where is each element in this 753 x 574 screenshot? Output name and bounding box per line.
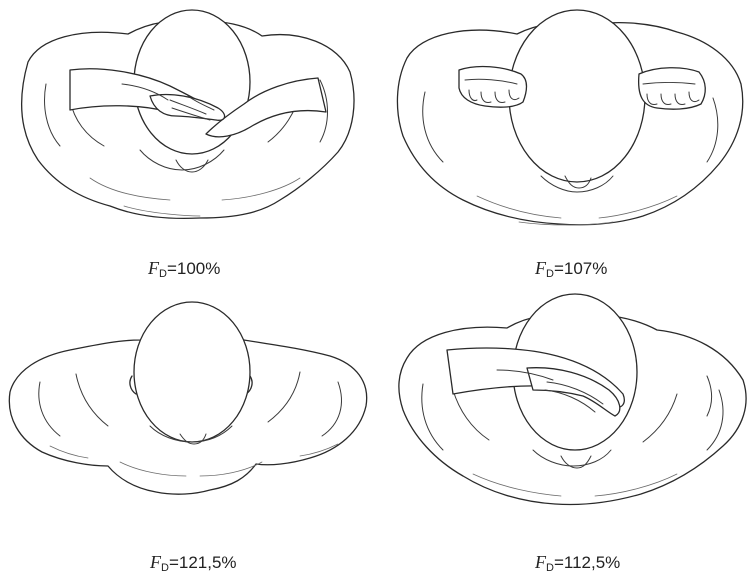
torso-illustration-one-arm-over-head — [377, 286, 753, 573]
figure-caption-1: FD=100% — [148, 258, 220, 280]
torso-illustration-arms-down — [0, 286, 376, 573]
figure-caption-4: FD=112,5% — [535, 552, 620, 574]
figure-panel-3: FD=121,5% — [0, 286, 376, 573]
figure-panel-2: FD=107% — [377, 0, 753, 286]
figure-caption-3: FD=121,5% — [150, 552, 237, 574]
torso-illustration-fists-beside-head — [377, 0, 753, 286]
figure-caption-2: FD=107% — [535, 258, 607, 280]
figure-panel-1: FD=100% — [0, 0, 376, 286]
torso-illustration-arms-crossed — [0, 0, 376, 286]
figure-panel-4: FD=112,5% — [377, 286, 753, 573]
